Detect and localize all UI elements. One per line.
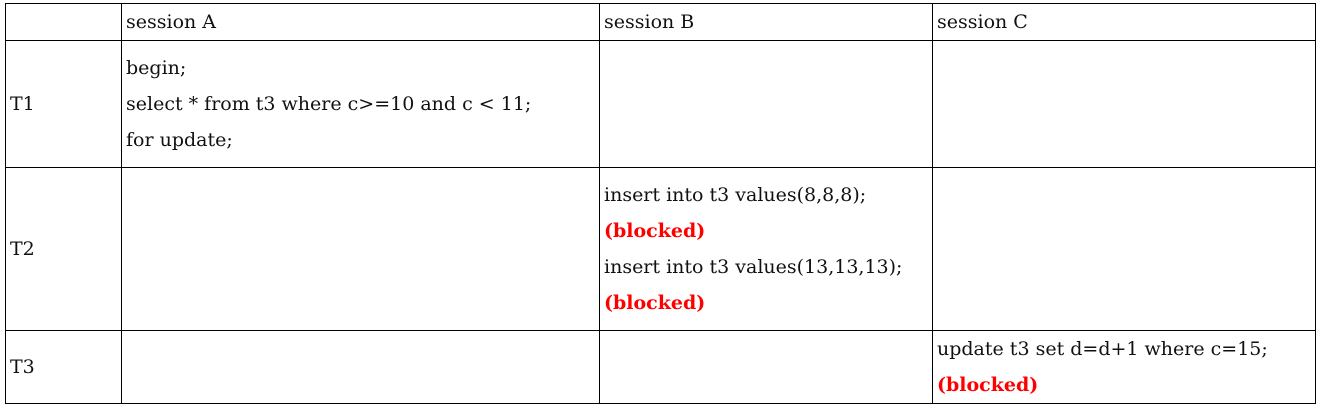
- statement-line: insert into t3 values(8,8,8);: [604, 184, 867, 206]
- lock-timeline-table: session A session B session C T1 begin; …: [5, 3, 1316, 404]
- time-label-t2: T2: [5, 167, 122, 331]
- statement-line: for update;: [126, 129, 233, 151]
- lock-timeline-table-wrapper: session A session B session C T1 begin; …: [5, 3, 1316, 404]
- cell-t3-session-c: update t3 set d=d+1 where c=15; (blocked…: [932, 330, 1316, 404]
- statement-line: begin;: [126, 57, 187, 79]
- cell-t3-session-a: [121, 330, 600, 404]
- header-session-a: session A: [121, 3, 600, 41]
- header-session-b: session B: [599, 3, 933, 41]
- cell-t2-session-b: insert into t3 values(8,8,8); (blocked) …: [599, 167, 933, 331]
- row-t3: T3 update t3 set d=d+1 where c=15; (bloc…: [5, 330, 1316, 404]
- cell-t3-session-b: [599, 330, 933, 404]
- statement-line: update t3 set d=d+1 where c=15;: [937, 338, 1268, 360]
- row-t1: T1 begin; select * from t3 where c>=10 a…: [5, 40, 1316, 168]
- cell-t1-session-a: begin; select * from t3 where c>=10 and …: [121, 40, 600, 168]
- time-label-t3: T3: [5, 330, 122, 404]
- blocked-status: (blocked): [937, 374, 1039, 396]
- cell-t2-session-a: [121, 167, 600, 331]
- cell-t1-session-b: [599, 40, 933, 168]
- time-label-t1: T1: [5, 40, 122, 168]
- cell-t1-session-c: [932, 40, 1316, 168]
- header-cell-empty: [5, 3, 122, 41]
- header-session-c: session C: [932, 3, 1316, 41]
- header-row: session A session B session C: [5, 3, 1316, 41]
- statement-line: select * from t3 where c>=10 and c < 11;: [126, 93, 532, 115]
- cell-t2-session-c: [932, 167, 1316, 331]
- blocked-status: (blocked): [604, 220, 706, 242]
- blocked-status: (blocked): [604, 292, 706, 314]
- statement-line: insert into t3 values(13,13,13);: [604, 256, 903, 278]
- row-t2: T2 insert into t3 values(8,8,8); (blocke…: [5, 167, 1316, 331]
